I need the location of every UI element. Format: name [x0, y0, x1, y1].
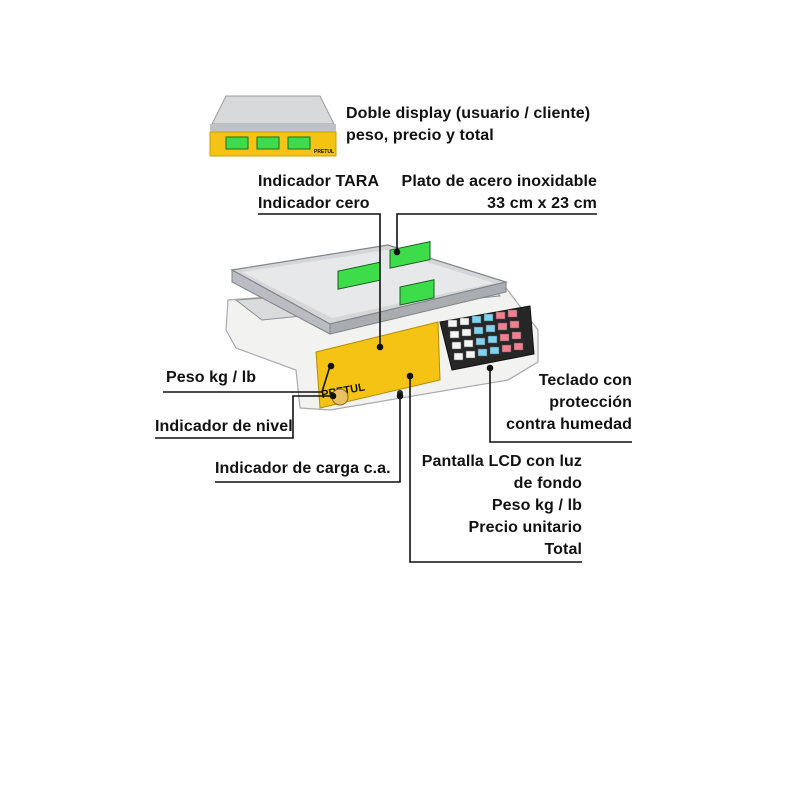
callout-dual-display-line-2: peso, precio y total: [346, 127, 494, 144]
callout-charge: Indicador de carga c.a.: [215, 458, 391, 480]
front-panel: [315, 321, 441, 409]
leader-lines: [155, 213, 632, 563]
callout-keypad-line-1: Teclado con: [538, 372, 632, 389]
callout-dual-display-line-1: Doble display (usuario / cliente): [346, 105, 591, 122]
callout-plate-line-1: Plato de acero inoxidable: [401, 173, 597, 190]
callout-plate-line-2: 33 cm x 23 cm: [487, 195, 597, 212]
callout-keypad: Teclado con protección contra humedad: [506, 370, 632, 436]
callout-weight-units: Peso kg / lb: [166, 367, 256, 389]
callout-charge-line-1: Indicador de carga c.a.: [215, 460, 391, 477]
callout-lcd: Pantalla LCD con luz de fondo Peso kg / …: [422, 451, 582, 561]
callout-steel-plate: Plato de acero inoxidable 33 cm x 23 cm: [402, 171, 597, 215]
callout-lcd-line-4: Precio unitario: [468, 519, 582, 536]
scale-thumbnail: PRETUL: [209, 95, 337, 157]
scale-illustration: PRETUL: [225, 240, 539, 411]
callout-lcd-line-3: Peso kg / lb: [491, 497, 582, 514]
callout-tare-line-1: Indicador TARA: [258, 173, 380, 190]
keypad: [439, 305, 535, 371]
lcd-display: [337, 240, 435, 306]
thumbnail-brand-logo: PRETUL: [314, 149, 334, 155]
steel-plate: [230, 244, 509, 335]
callout-level: Indicador de nivel: [155, 416, 293, 438]
callout-level-line-1: Indicador de nivel: [155, 418, 293, 435]
callout-tare-line-2: Indicador cero: [258, 195, 370, 212]
callout-lcd-line-1: Pantalla LCD con luz: [421, 453, 582, 470]
callout-lcd-line-5: Total: [544, 541, 582, 558]
callout-lcd-line-2: de fondo: [513, 475, 582, 492]
callout-weight-line-1: Peso kg / lb: [166, 369, 257, 386]
callout-keypad-line-3: contra humedad: [506, 416, 632, 433]
callout-tare-zero: Indicador TARA Indicador cero: [258, 171, 379, 215]
callout-dual-display: Doble display (usuario / cliente) peso, …: [346, 103, 590, 147]
callout-keypad-line-2: protección: [549, 394, 632, 411]
